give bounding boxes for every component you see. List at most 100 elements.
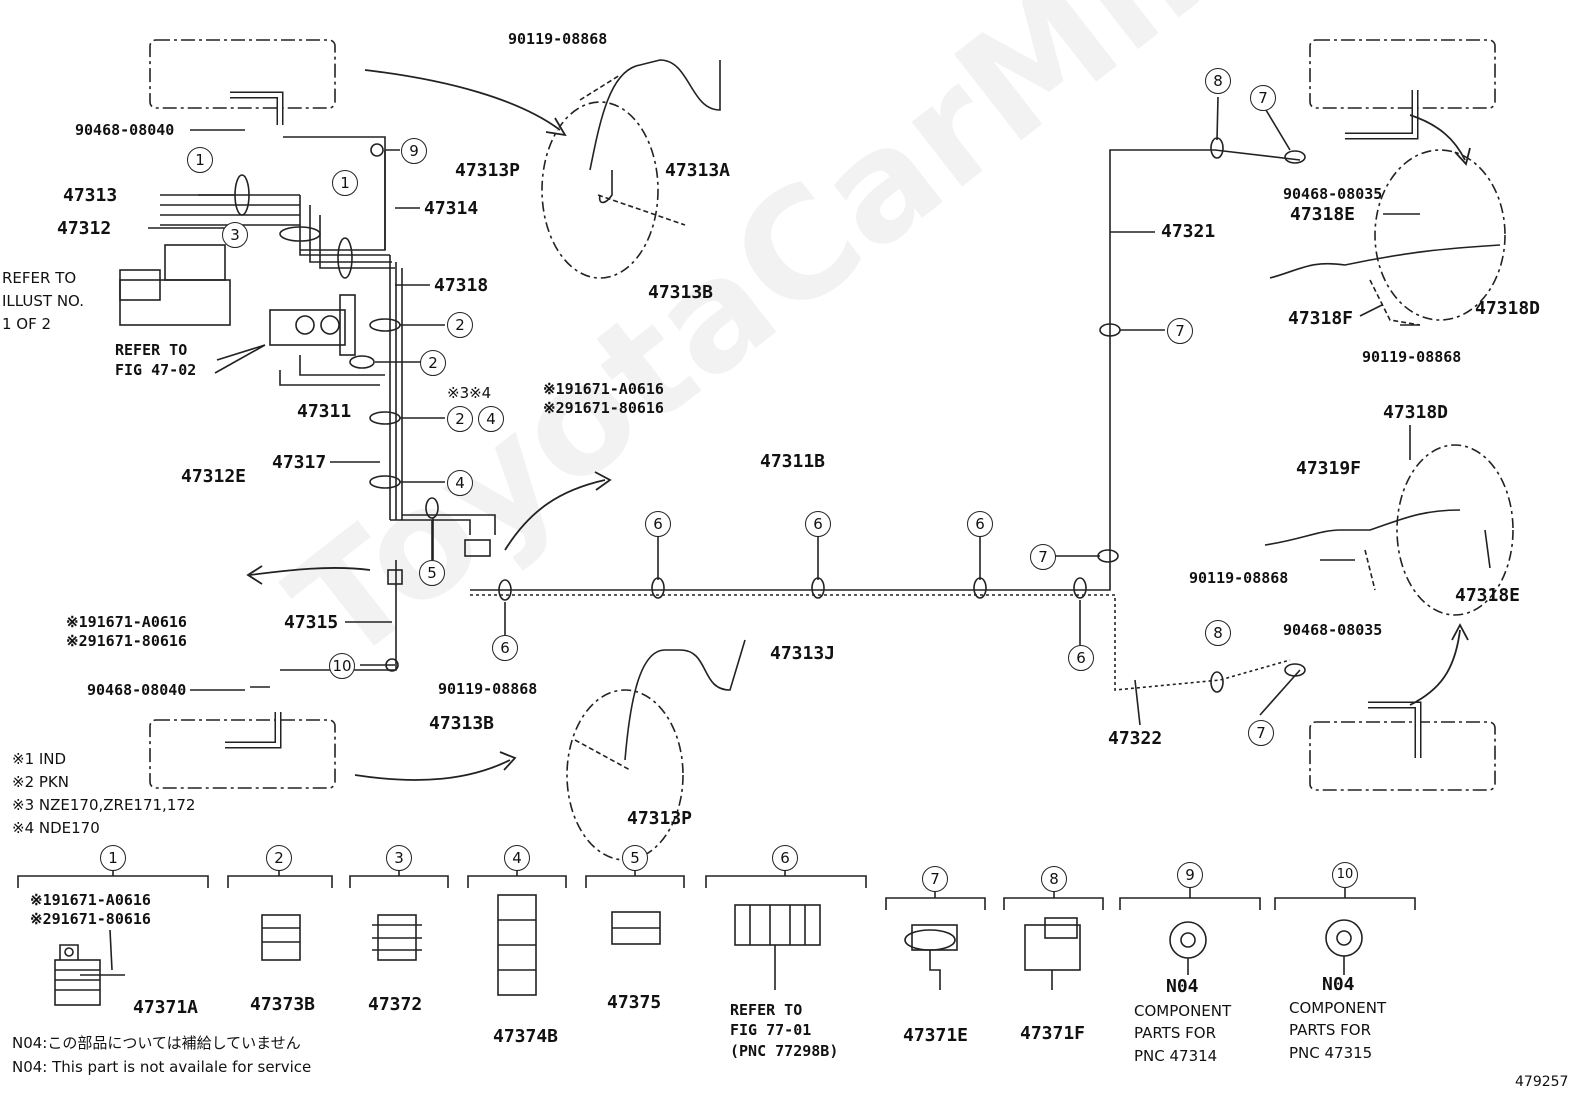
label-47322: 47322: [1108, 728, 1163, 749]
clamp-marker-2: 2: [420, 350, 446, 376]
clamp-marker-7: 7: [1248, 720, 1274, 746]
legend-9-line3: PNC 47314: [1134, 1047, 1218, 1065]
label-47311B: 47311B: [760, 451, 826, 472]
refer-illust-2: ILLUST NO.: [2, 292, 85, 310]
label-47317: 47317: [272, 452, 327, 473]
clamp-marker-4: 4: [478, 406, 504, 432]
legend-9-line2: PARTS FOR: [1134, 1024, 1216, 1042]
legend-10-n04: N04: [1322, 974, 1355, 995]
clamp-marker-8: 8: [1205, 620, 1231, 646]
label-47318: 47318: [434, 275, 489, 296]
refer-fig-1: REFER TO: [115, 341, 188, 359]
clamp-marker-9: 9: [401, 138, 427, 164]
clamp-marker-2: 2: [447, 312, 473, 338]
legend-2-part: 47373B: [250, 994, 316, 1015]
legend-10-line2: PARTS FOR: [1289, 1021, 1371, 1039]
label-90119-08868: 90119-08868: [508, 30, 608, 48]
legend-1-pn1: ※191671-A0616: [30, 891, 151, 909]
note-1: ※1 IND: [12, 750, 67, 768]
legend-marker-2: 2: [266, 845, 292, 871]
label-47313B: 47313B: [648, 282, 714, 303]
label-90119-08868b: 90119-08868: [438, 680, 538, 698]
legend-5-part: 47375: [607, 992, 662, 1013]
label-47318F: 47318F: [1288, 308, 1354, 329]
legend-marker-5: 5: [622, 845, 648, 871]
label-90468-08035: 90468-08035: [1283, 185, 1383, 203]
legend-6-ref1: REFER TO: [730, 1001, 803, 1019]
legend-10-line1: COMPONENT: [1289, 999, 1387, 1017]
refer-fig-2: FIG 47-02: [115, 361, 197, 379]
label-90119-08868d: 90119-08868: [1189, 569, 1289, 587]
legend-6-ref3: (PNC 77298B): [730, 1042, 839, 1060]
legend-marker-8: 8: [1041, 866, 1067, 892]
label-47321: 47321: [1161, 221, 1216, 242]
clamp-marker-2: 2: [447, 406, 473, 432]
legend-marker-7: 7: [922, 866, 948, 892]
label-47319F: 47319F: [1296, 458, 1362, 479]
refer-illust-1: REFER TO: [2, 269, 77, 287]
refer-illust-3: 1 OF 2: [2, 315, 52, 333]
clip-pn-1: ※191671-A0616: [543, 380, 664, 398]
wheel-box-rear-left: [149, 719, 336, 789]
label-47314: 47314: [424, 198, 479, 219]
clamp-marker-5: 5: [419, 560, 445, 586]
label-47318D: 47318D: [1475, 298, 1541, 319]
legend-1-pn2: ※291671-80616: [30, 910, 151, 928]
clamp-marker-6: 6: [805, 511, 831, 537]
diagram-id: 479257: [1515, 1074, 1569, 1090]
legend-marker-9: 9: [1177, 862, 1203, 888]
label-47312E: 47312E: [181, 466, 247, 487]
label-47313J: 47313J: [770, 643, 836, 664]
label-47318E: 47318E: [1290, 204, 1356, 225]
master-cylinder: [119, 279, 231, 326]
legend-9-line1: COMPONENT: [1134, 1002, 1232, 1020]
note-3: ※3 NZE170,ZRE171,172: [12, 796, 196, 814]
clamp-marker-10: 10: [329, 653, 355, 679]
clip-pn-1b: ※191671-A0616: [66, 613, 187, 631]
wheel-box-rear-right: [1309, 721, 1496, 791]
legend-7-part: 47371E: [903, 1025, 969, 1046]
clamp-marker-6: 6: [1068, 645, 1094, 671]
clamp-marker-8: 8: [1205, 68, 1231, 94]
clip-pn-2: ※291671-80616: [543, 399, 664, 417]
clamp-marker-6: 6: [967, 511, 993, 537]
clamp-marker-1: 1: [187, 147, 213, 173]
wheel-box-front-right: [1309, 39, 1496, 109]
clamp-marker-4: 4: [447, 470, 473, 496]
label-47315: 47315: [284, 612, 339, 633]
legend-6-ref2: FIG 77-01: [730, 1021, 812, 1039]
clamp-marker-7: 7: [1250, 85, 1276, 111]
footnote-en: N04: This part is not availale for servi…: [12, 1058, 312, 1076]
label-47312: 47312: [57, 218, 112, 239]
legend-4-part: 47374B: [493, 1026, 559, 1047]
label-90468-08035b: 90468-08035: [1283, 621, 1383, 639]
note-4: ※4 NDE170: [12, 819, 100, 837]
legend-marker-6: 6: [772, 845, 798, 871]
label-47313B-b: 47313B: [429, 713, 495, 734]
legend-marker-1: 1: [100, 845, 126, 871]
clamp-marker-7: 7: [1167, 318, 1193, 344]
note-3-4: ※3※4: [447, 384, 492, 402]
legend-3-part: 47372: [368, 994, 423, 1015]
clamp-marker-3: 3: [222, 222, 248, 248]
label-47318D-b: 47318D: [1383, 402, 1449, 423]
wheel-box-front-left: [149, 39, 336, 109]
label-47313P-b: 47313P: [627, 808, 693, 829]
clamp-marker-6: 6: [492, 635, 518, 661]
note-2: ※2 PKN: [12, 773, 69, 791]
legend-1-part: 47371A: [133, 997, 199, 1018]
clamp-marker-1: 1: [332, 170, 358, 196]
legend-marker-3: 3: [386, 845, 412, 871]
label-47313: 47313: [63, 185, 118, 206]
legend-9-n04: N04: [1166, 976, 1199, 997]
label-47311: 47311: [297, 401, 352, 422]
label-47313A: 47313A: [665, 160, 731, 181]
label-90468-08040b: 90468-08040: [87, 681, 187, 699]
footnote-jp: N04:この部品については補給していません: [12, 1034, 301, 1052]
label-90468-08040: 90468-08040: [75, 121, 175, 139]
clamp-marker-6: 6: [645, 511, 671, 537]
legend-8-part: 47371F: [1020, 1023, 1086, 1044]
label-47313P: 47313P: [455, 160, 521, 181]
